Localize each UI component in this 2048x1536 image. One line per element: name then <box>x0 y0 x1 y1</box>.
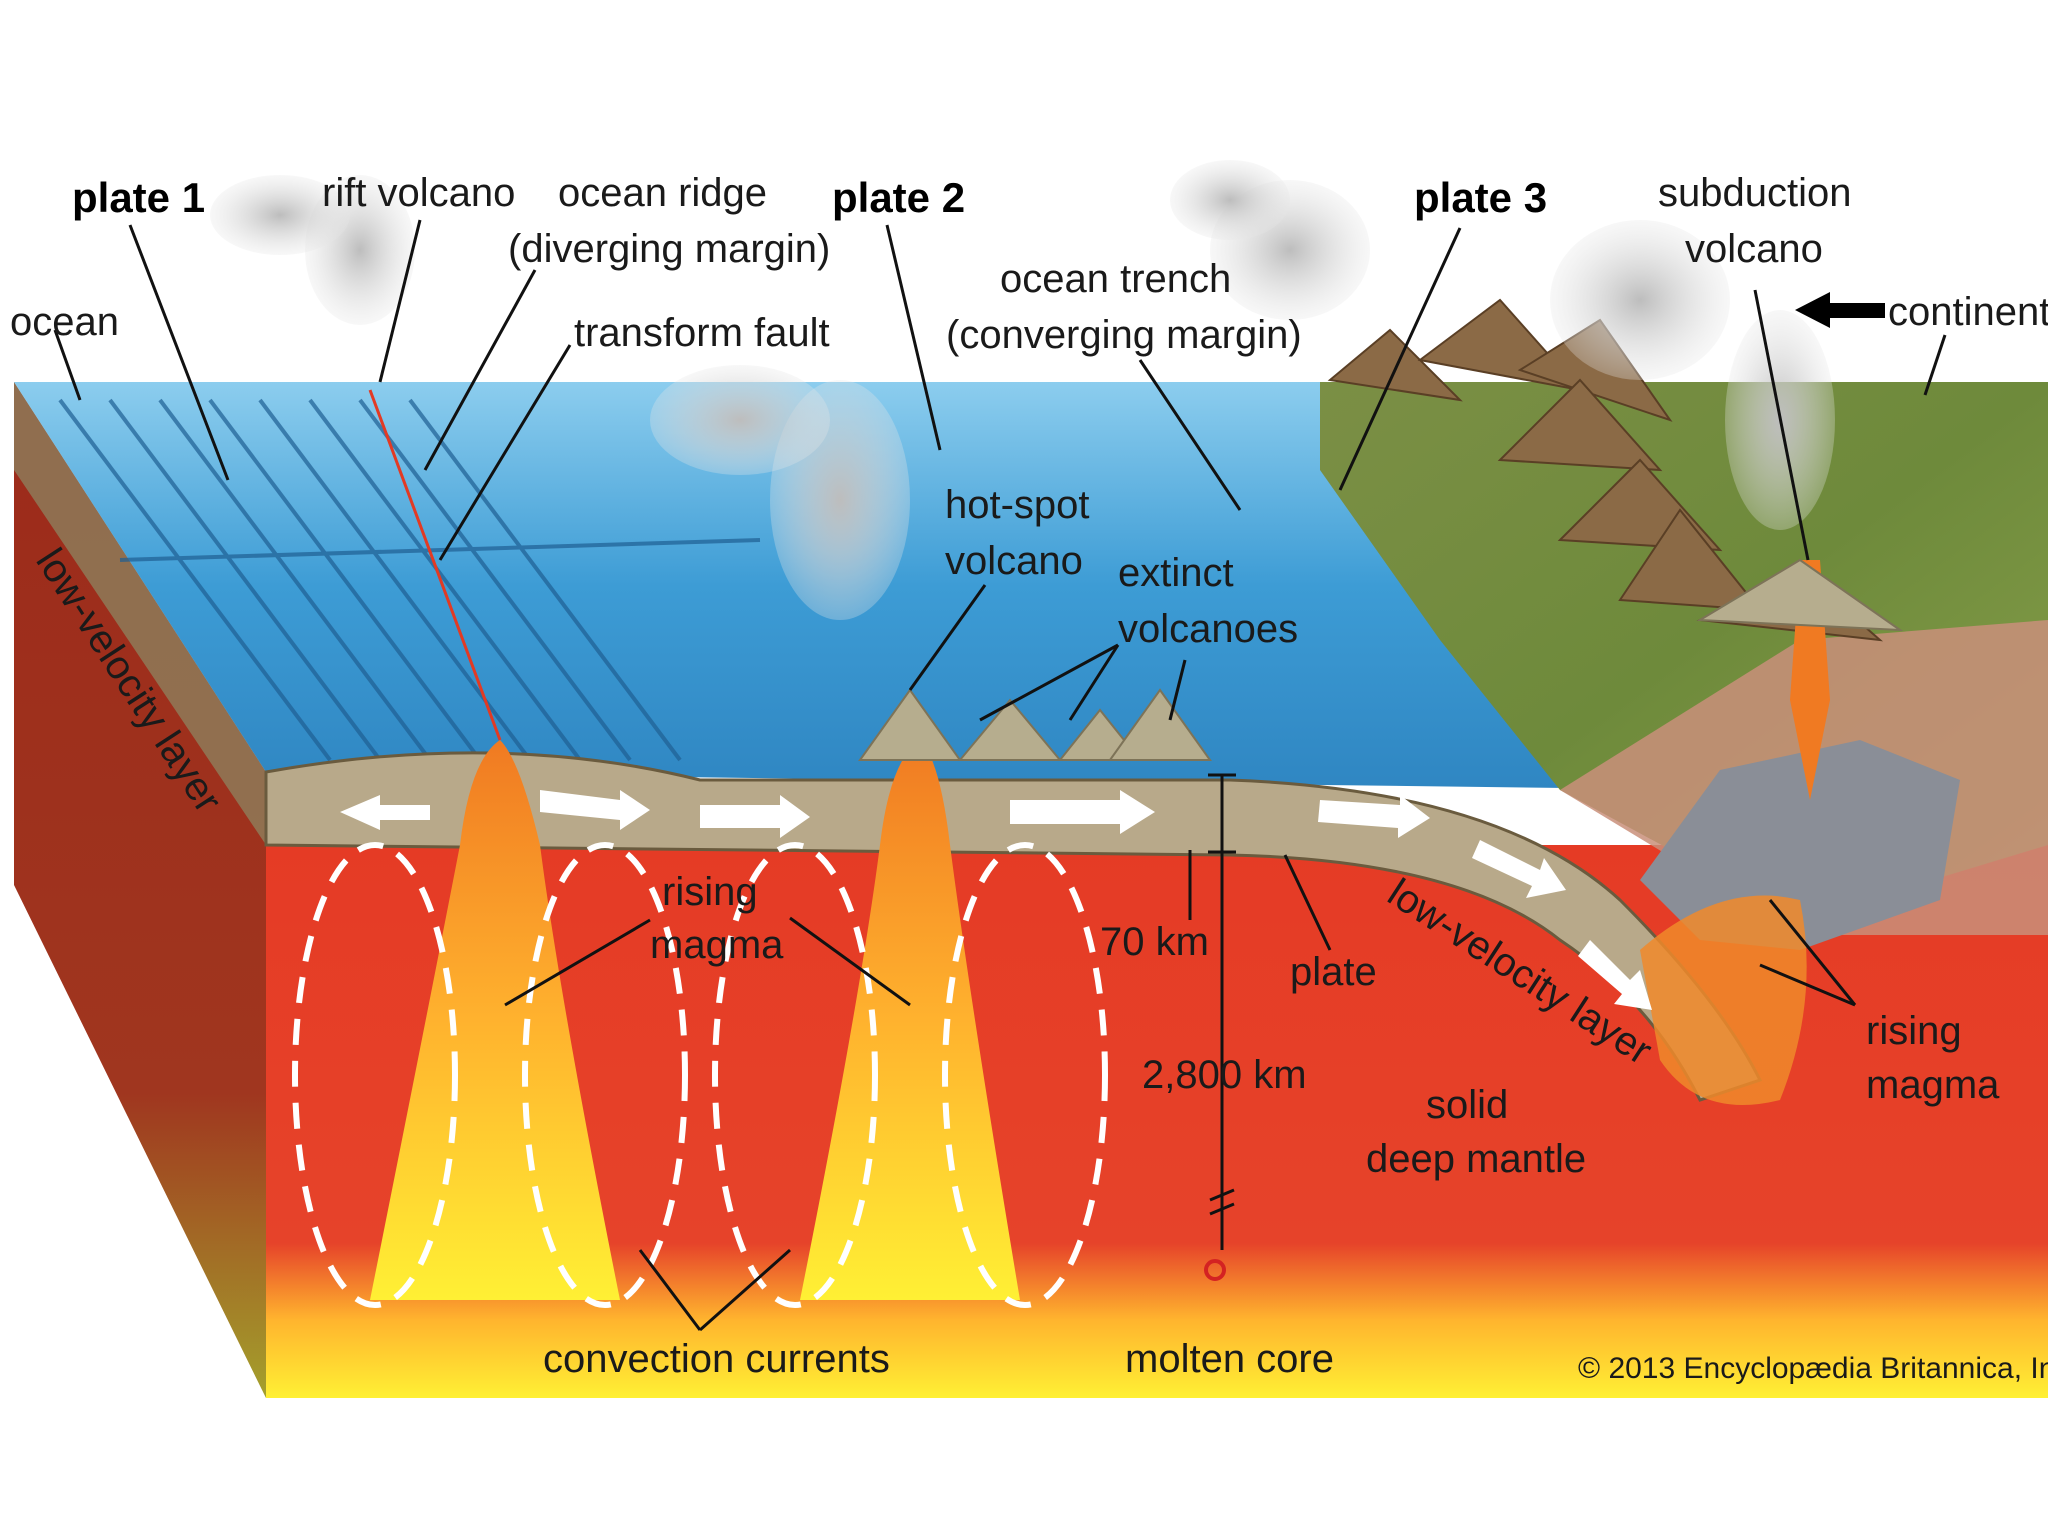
subduction-magma <box>1640 895 1807 1105</box>
depth-scale <box>1208 773 1236 1250</box>
label-subduction-1: subduction <box>1658 171 1851 215</box>
plume-right <box>800 740 1020 1300</box>
label-ocean: ocean <box>10 300 119 344</box>
label-2800km: 2,800 km <box>1142 1053 1307 1097</box>
label-solid-mantle-1: solid <box>1426 1083 1508 1127</box>
block-side-face <box>14 382 266 1398</box>
core-marker <box>1204 1259 1226 1281</box>
label-plate: plate <box>1290 950 1377 994</box>
smoke-plumes <box>210 160 1835 620</box>
plate-lithosphere <box>264 751 1763 1102</box>
label-continent: continent <box>1888 290 2048 334</box>
label-rising-magma-right-2: magma <box>1866 1063 2000 1107</box>
label-hotspot-1: hot-spot <box>945 483 1090 527</box>
plume-left <box>370 740 620 1300</box>
label-copyright: © 2013 Encyclopædia Britannica, Inc. <box>1578 1352 2048 1385</box>
label-extinct-2: volcanoes <box>1118 607 1298 651</box>
label-ocean-trench-1: ocean trench <box>1000 257 1231 301</box>
ridge-crack <box>368 389 502 741</box>
label-solid-mantle-2: deep mantle <box>1366 1137 1586 1181</box>
label-ocean-ridge-1: ocean ridge <box>558 171 767 215</box>
convection-loops <box>292 842 1108 1308</box>
ridge-texture <box>58 398 761 762</box>
magma-chamber <box>1640 740 1960 950</box>
label-transform-fault: transform fault <box>574 311 830 355</box>
seafloor-volcanoes <box>858 688 1212 761</box>
plate-motion-arrows <box>340 790 1652 1010</box>
label-extinct-1: extinct <box>1118 551 1234 595</box>
label-rising-magma-left-1: rising <box>662 870 758 914</box>
label-ocean-trench-2: (converging margin) <box>946 313 1302 357</box>
subduction-volcano-cone <box>1696 558 1904 632</box>
continent-arrow <box>1795 292 1885 328</box>
label-rift-volcano: rift volcano <box>322 171 515 215</box>
label-rising-magma-right-1: rising <box>1866 1009 1962 1053</box>
label-hotspot-2: volcano <box>945 539 1083 583</box>
label-molten-core: molten core <box>1125 1337 1334 1381</box>
label-subduction-2: volcano <box>1685 227 1823 271</box>
leader-lines <box>53 219 1947 1332</box>
label-plate-3: plate 3 <box>1414 174 1547 221</box>
label-rising-magma-left-2: magma <box>650 923 784 967</box>
label-plate-1: plate 1 <box>72 174 205 221</box>
label-70km: 70 km <box>1100 920 1209 964</box>
block-side-crust <box>14 382 266 845</box>
label-convection-currents: convection currents <box>543 1337 890 1381</box>
label-ocean-ridge-2: (diverging margin) <box>508 227 830 271</box>
label-plate-2: plate 2 <box>832 174 965 221</box>
